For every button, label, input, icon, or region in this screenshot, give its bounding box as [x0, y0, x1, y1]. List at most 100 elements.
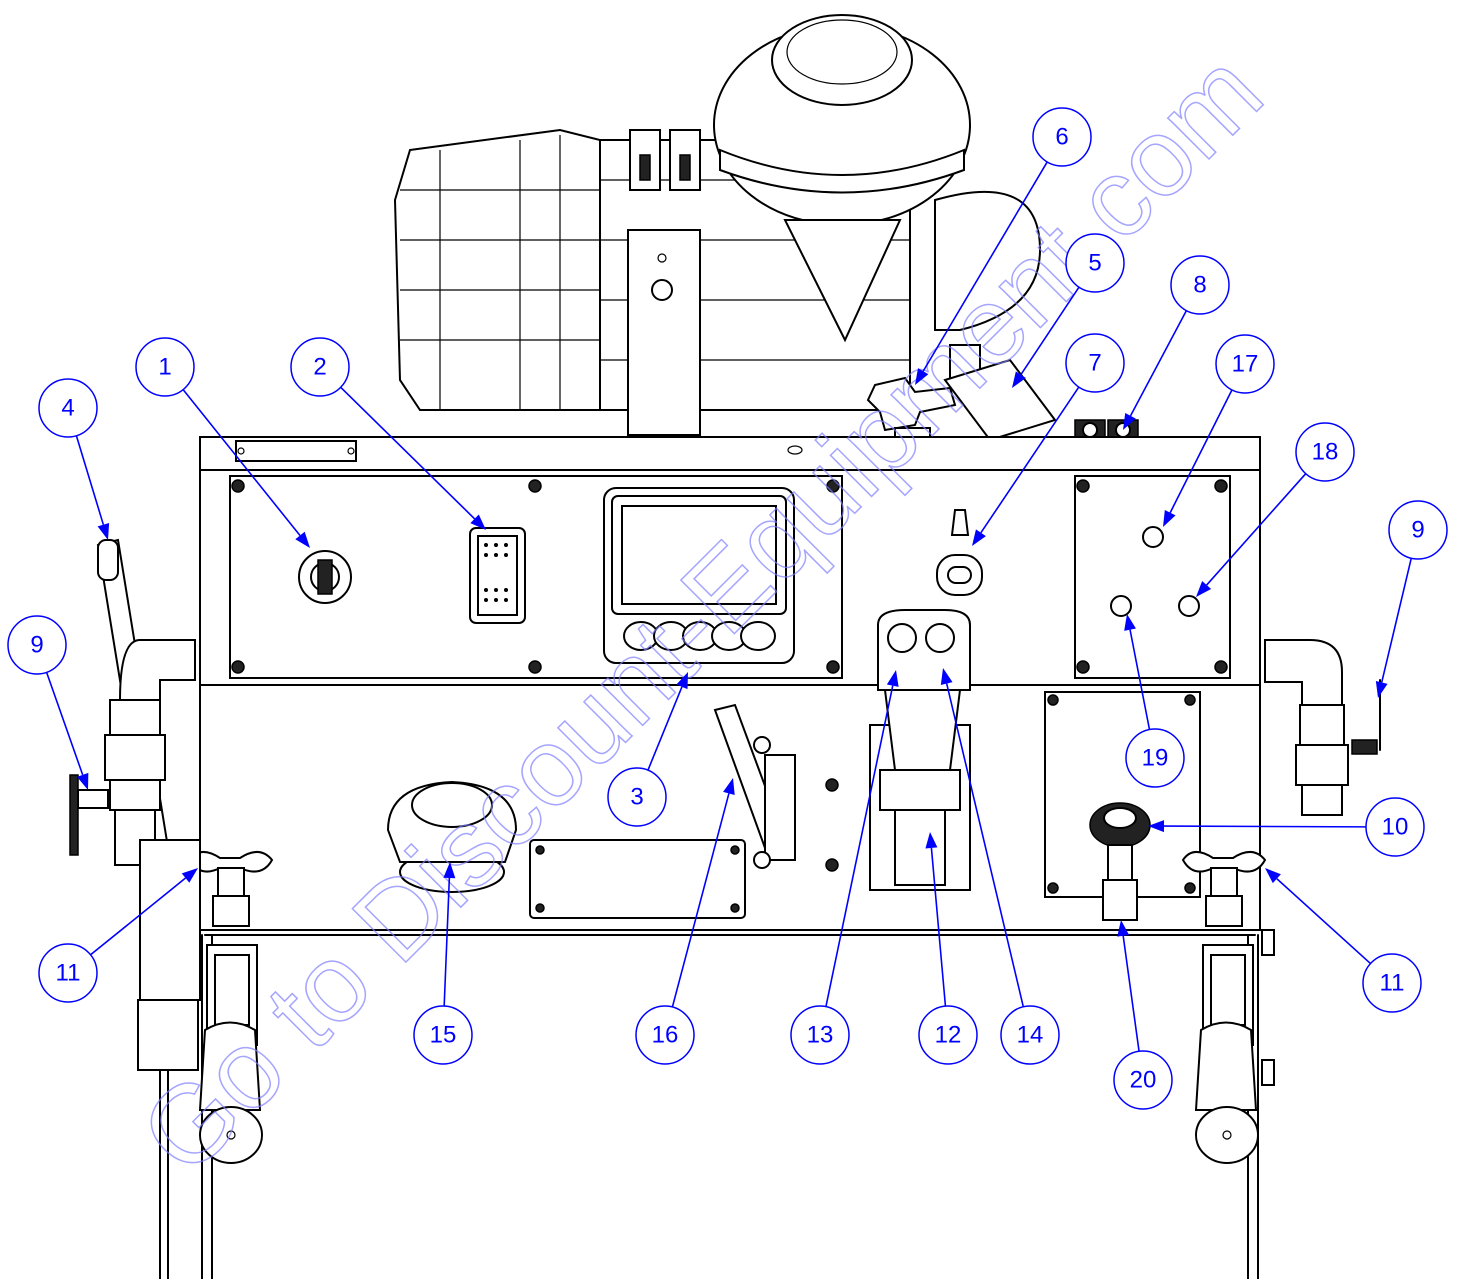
callout-11: 11 [38, 868, 198, 1003]
callout-arrowhead [1375, 681, 1388, 698]
callout-leader-line [182, 389, 301, 537]
callout-arrowhead [925, 832, 938, 849]
callout-leader-line [1122, 935, 1140, 1052]
callout-number: 11 [1380, 970, 1405, 997]
callout-bubble [38, 943, 98, 1003]
callout-bubble [1032, 107, 1092, 167]
callout-leader-line [647, 686, 683, 771]
callout-bubble [135, 337, 195, 397]
callout-arrowhead [723, 778, 735, 796]
callout-number: 20 [1130, 1067, 1157, 1094]
right-plumbing [1194, 639, 1381, 1164]
callout-leader-line [1276, 878, 1372, 965]
callout-19: 19 [1124, 614, 1185, 788]
callout-arrowhead [915, 368, 929, 385]
callout-leader-line [340, 386, 476, 520]
callout-number: 3 [630, 784, 643, 811]
callout-20: 20 [1113, 920, 1173, 1110]
callout-arrowhead [295, 531, 310, 548]
callout-leader-line [1169, 389, 1233, 514]
callout-bubble [1065, 333, 1125, 393]
callout-11: 11 [1265, 868, 1422, 1013]
callout-2: 2 [290, 337, 486, 530]
callout-leader-line [930, 847, 947, 1007]
callout-6: 6 [915, 107, 1092, 385]
callout-10: 10 [1148, 797, 1425, 857]
callout-bubble [38, 378, 98, 438]
callout-arrowhead [940, 668, 953, 685]
callout-13: 13 [790, 670, 899, 1065]
callout-8: 8 [1123, 255, 1230, 430]
callout-arrowhead [181, 868, 198, 883]
top-deck [199, 436, 1261, 471]
callout-leader-line [1129, 310, 1188, 417]
callout-leader-line [443, 877, 451, 1007]
callout-bubble [1125, 728, 1185, 788]
callout-leader-line [945, 683, 1025, 1007]
callout-bubble [1215, 334, 1275, 394]
callout-leader-line [1129, 629, 1151, 730]
callout-leader-line [922, 161, 1048, 372]
lower-panel [188, 609, 1267, 931]
callout-arrowhead [972, 529, 986, 546]
callout-leader-line [90, 877, 187, 956]
callout-number: 6 [1055, 124, 1068, 151]
callout-leader-line [1206, 473, 1307, 586]
callout-number: 1 [158, 354, 171, 381]
callout-leader-line [671, 793, 730, 1008]
callout-9: 9 [7, 615, 89, 790]
callout-arrowhead [443, 862, 456, 879]
callout-bubble [290, 337, 350, 397]
callout-arrowhead [97, 522, 110, 540]
callout-number: 4 [61, 395, 74, 422]
callout-leader-line [1020, 286, 1080, 376]
callout-arrowhead [676, 672, 688, 690]
callout-arrowhead [77, 772, 89, 790]
callout-bubble [918, 1005, 978, 1065]
callout-bubble [1000, 1005, 1060, 1065]
callout-number: 7 [1088, 350, 1101, 377]
left-plumbing [69, 538, 263, 1279]
callout-leader-line [980, 386, 1080, 534]
callout-5: 5 [1012, 233, 1125, 388]
callout-18: 18 [1196, 422, 1355, 597]
callout-bubble [1113, 1050, 1173, 1110]
callout-bubble [1170, 255, 1230, 315]
callout-16: 16 [635, 778, 735, 1065]
callout-number: 15 [430, 1022, 457, 1049]
callout-arrowhead [1123, 413, 1136, 430]
callout-leader-line [45, 672, 84, 776]
callout-number: 18 [1312, 439, 1339, 466]
callout-17: 17 [1163, 334, 1275, 527]
callout-arrowhead [1117, 920, 1130, 937]
callout-bubble [635, 1005, 695, 1065]
engine-assembly [393, 14, 1139, 459]
callout-leader-line [825, 685, 894, 1007]
callout-bubble [1065, 233, 1125, 293]
callout-leader-line [75, 435, 105, 525]
callout-arrowhead [1196, 581, 1212, 597]
callout-number: 17 [1232, 351, 1259, 378]
callout-number: 8 [1193, 272, 1206, 299]
callout-leader-line [1163, 825, 1367, 828]
callout-1: 1 [135, 337, 310, 548]
callout-arrowhead [1265, 868, 1281, 884]
callout-bubble [1295, 422, 1355, 482]
callout-number: 2 [313, 354, 326, 381]
callout-arrowhead [470, 514, 486, 530]
upper-control-panel [199, 469, 1261, 686]
callout-9: 9 [1375, 500, 1448, 698]
callout-4: 4 [38, 378, 110, 540]
callout-number: 9 [1411, 517, 1424, 544]
callout-arrowhead [1124, 614, 1136, 631]
callout-bubble [413, 1005, 473, 1065]
callout-bubble [790, 1005, 850, 1065]
callout-number: 13 [807, 1022, 834, 1049]
callout-number: 12 [935, 1022, 962, 1049]
callout-12: 12 [918, 832, 978, 1065]
callout-number: 10 [1382, 814, 1409, 841]
callout-14: 14 [940, 668, 1060, 1065]
